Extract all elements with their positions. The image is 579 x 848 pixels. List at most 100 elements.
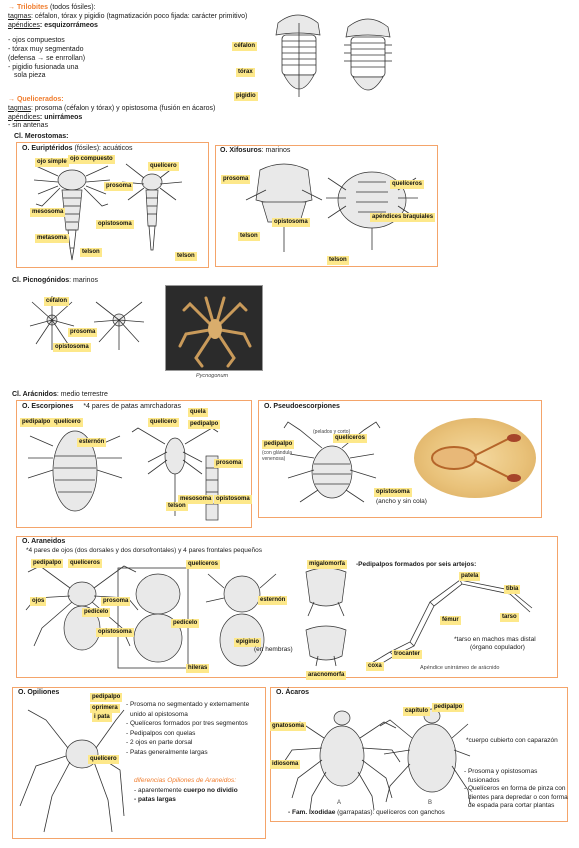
araneidos-note: *4 pares de ojos (dos dorsales y dos dor… xyxy=(26,547,262,554)
escorpiones-tag-pedipalpo: pedipalpo xyxy=(20,418,53,427)
xifosuro-illustration xyxy=(245,163,418,252)
opiliones-note: - Quelíceros formados por tres segmentos xyxy=(126,720,248,727)
escorpiones-title: O. Escorpiones xyxy=(22,403,74,410)
acaros-note: fusionados xyxy=(468,776,500,784)
araneidos-artejo-femur: fémur xyxy=(440,616,461,625)
acaros-fam-pre: - Fam. xyxy=(288,809,309,816)
araneidos-artejo-trocanter: trocanter xyxy=(392,650,423,659)
escorpiones-tag-opistosoma: opistosoma xyxy=(214,495,252,504)
quelicerados-tagmas-text: : prosoma (céfalon y tórax) y opistosoma… xyxy=(30,104,216,112)
euripteridos-suffix: (fósiles): acuáticos xyxy=(74,145,133,152)
acaros-note: de espada para cortar plantas xyxy=(468,802,555,809)
picnogonido-illustration xyxy=(29,296,145,350)
opiliones-diff: diferencias Opiliones de Araneidos: - ap… xyxy=(134,776,238,805)
opiliones-note: - 2 ojos en parte dorsal xyxy=(126,739,193,746)
escorpiones-note: *4 pares de patas amrchadoras xyxy=(83,403,181,410)
araneido-queliceros-illustration xyxy=(305,567,347,667)
picnogonidos-title: Cl. Picnogónidos xyxy=(12,277,70,284)
araneidos-tag-aracnomorfa: aracnomorfa xyxy=(306,671,347,680)
trilobites-tagmas-label: tagmas xyxy=(8,12,31,20)
xifosuros-tag-telson: telson xyxy=(327,256,349,265)
opiliones-note: - Prosoma no segmentado y externamente xyxy=(126,701,250,708)
escorpiones-tag-esternon: esternón xyxy=(77,438,107,447)
picnogonido-photo-caption: Pycnogonum xyxy=(196,373,229,379)
acaros-note: dientes para depredar o con forma xyxy=(468,793,568,801)
acaros-notes: *cuerpo cubierto con caparazón xyxy=(466,736,558,746)
araneidos-tarso-note: *tarso en machos mas distal (órgano copu… xyxy=(454,636,536,652)
trilobites-section: → Trilobites (todos fósiles): tagmas: cé… xyxy=(8,4,268,81)
acaros-tag-gnatosoma: gnatosoma xyxy=(270,722,307,731)
xifosuros-tag-queliceros: quelíceros xyxy=(390,180,425,189)
acaros-fig-label-a: A xyxy=(337,800,342,806)
quelicerados-title: → Quelicerados: xyxy=(8,96,64,103)
trilobites-tag-cefalon: céfalon xyxy=(232,42,258,51)
acaros-fam-text: (garrapatas): quelíceros con ganchos xyxy=(335,809,445,816)
araneido-illustration xyxy=(25,565,279,669)
araneidos-artejo-coxa: coxa xyxy=(366,662,384,671)
acaros-fam: - Fam. Ixodidae (garrapatas): quelíceros… xyxy=(288,809,445,817)
pseudoescorpion-illustration xyxy=(283,421,381,503)
acaro-illustration xyxy=(283,708,471,811)
pseudoescorpiones-tag-queliceros: quelíceros xyxy=(333,434,368,443)
pseudoescorpiones-small-note: (pelados y corto) xyxy=(313,429,351,435)
picnogonido-photo xyxy=(165,285,263,371)
araneidos-artejo-patela: patela xyxy=(459,572,481,581)
opiliones-diff-title: diferencias Opiliones de Araneidos: xyxy=(134,777,237,784)
araneidos-tag-queliceros: quelíceros xyxy=(186,560,221,569)
xifosuros-tag-prosoma: prosoma xyxy=(221,175,251,184)
escorpion-illustration xyxy=(27,427,219,521)
opiliones-tag-pedipalpo: pedipalpo xyxy=(90,693,123,702)
xifosuros-title: O. Xifosuros xyxy=(220,147,262,154)
pseudoescorpiones-small-note: (con glándula venenosa) xyxy=(262,450,293,463)
araneidos-artejo-tarso: tarso xyxy=(500,613,519,622)
araneidos-tag-prosoma: prosoma xyxy=(101,597,131,606)
euripteridos-tag-telson: telson xyxy=(175,252,197,261)
opiliones-note: - Pedipalpos con quelas xyxy=(126,729,196,737)
escorpiones-tag-mesosoma: mesosoma xyxy=(178,495,214,504)
opiliones-diff-2: - patas largas xyxy=(134,796,176,803)
xifosuros-tag-opistosoma: opistosoma xyxy=(272,218,310,227)
araneidos-tag-pedicelo: pedicelo xyxy=(82,608,111,617)
euripterido-illustration xyxy=(33,163,183,261)
acaros-fam-bold: Ixodidae xyxy=(308,809,336,816)
picnogonidos-tag-opistosoma: opistosoma xyxy=(53,343,91,352)
euripteridos-tag-metasoma: metasoma xyxy=(35,234,69,243)
euripteridos-header: O. Euriptéridos (fósiles): acuáticos xyxy=(22,145,132,154)
picnogonidos-tag-cefalon: céfalon xyxy=(44,297,70,306)
opiliones-note: - Patas generalmente largas xyxy=(126,748,208,756)
escorpiones-tag-pedipalpo: pedipalpo xyxy=(188,420,221,429)
euripteridos-tag-ojo-compuesto: ojo compuesto xyxy=(68,155,115,164)
escorpiones-tag-prosoma: prosoma xyxy=(214,459,244,468)
xifosuros-header: O. Xifosuros: marinos xyxy=(220,147,290,156)
acaros-note: *cuerpo cubierto con caparazón xyxy=(466,737,558,744)
araneidos-title: O. Araneidos xyxy=(22,538,66,545)
opiliones-tag-i-pata: i pata xyxy=(92,713,112,722)
trilobites-apendices-text: : esquizorrámeos xyxy=(39,21,98,29)
pseudoescorpion-photo xyxy=(414,418,536,498)
araneidos-tag-pedicelo: pedicelo xyxy=(171,619,200,628)
quelicerados-tagmas-label: tagmas xyxy=(8,104,31,112)
opiliones-title: O. Opiliones xyxy=(18,689,60,696)
euripteridos-tag-opistosoma: opistosoma xyxy=(96,220,134,229)
euripteridos-tag-quelicero: quelícero xyxy=(148,162,179,171)
escorpiones-header: O. Escorpiones *4 pares de patas amrchad… xyxy=(22,403,181,412)
escorpiones-tag-quela: quela xyxy=(188,408,208,417)
opiliones-notes: - Prosoma no segmentado y externamente u… xyxy=(126,700,249,757)
quelicerados-note: - sin antenas xyxy=(8,122,49,130)
acaros-title: O. Ácaros xyxy=(276,689,310,696)
araneidos-caption: Apéndice unirrámeo de arácnido xyxy=(420,665,500,671)
araneidos-tag-ojos: ojos xyxy=(30,597,47,606)
araneidos-tag-hileras: hileras xyxy=(186,664,210,673)
euripteridos-tag-telson: telson xyxy=(80,248,102,257)
acaros-notes-2: - Prosoma y opistosomas fusionados - Que… xyxy=(464,768,568,811)
acaros-note: - Prosoma y opistosomas xyxy=(464,768,538,775)
quelicerados-apendices-label: apéndices xyxy=(8,113,40,121)
aracnidos-suffix: : medio terrestre xyxy=(56,391,108,398)
trilobites-note: - pigidio fusionada una xyxy=(8,63,79,71)
trilobites-tagmas-text: : céfalon, tórax y pigidio (tagmatizació… xyxy=(30,12,248,20)
aracnidos-header: Cl. Arácnidos: medio terrestre xyxy=(12,391,108,400)
trilobites-note: (defensa → se enrrollan) xyxy=(8,54,86,62)
pseudoescorpiones-title: O. Pseudoescorpiones xyxy=(264,403,340,410)
opiliones-tag-oprimera: oprimera xyxy=(90,704,120,713)
euripteridos-title: O. Euriptéridos xyxy=(22,145,73,152)
